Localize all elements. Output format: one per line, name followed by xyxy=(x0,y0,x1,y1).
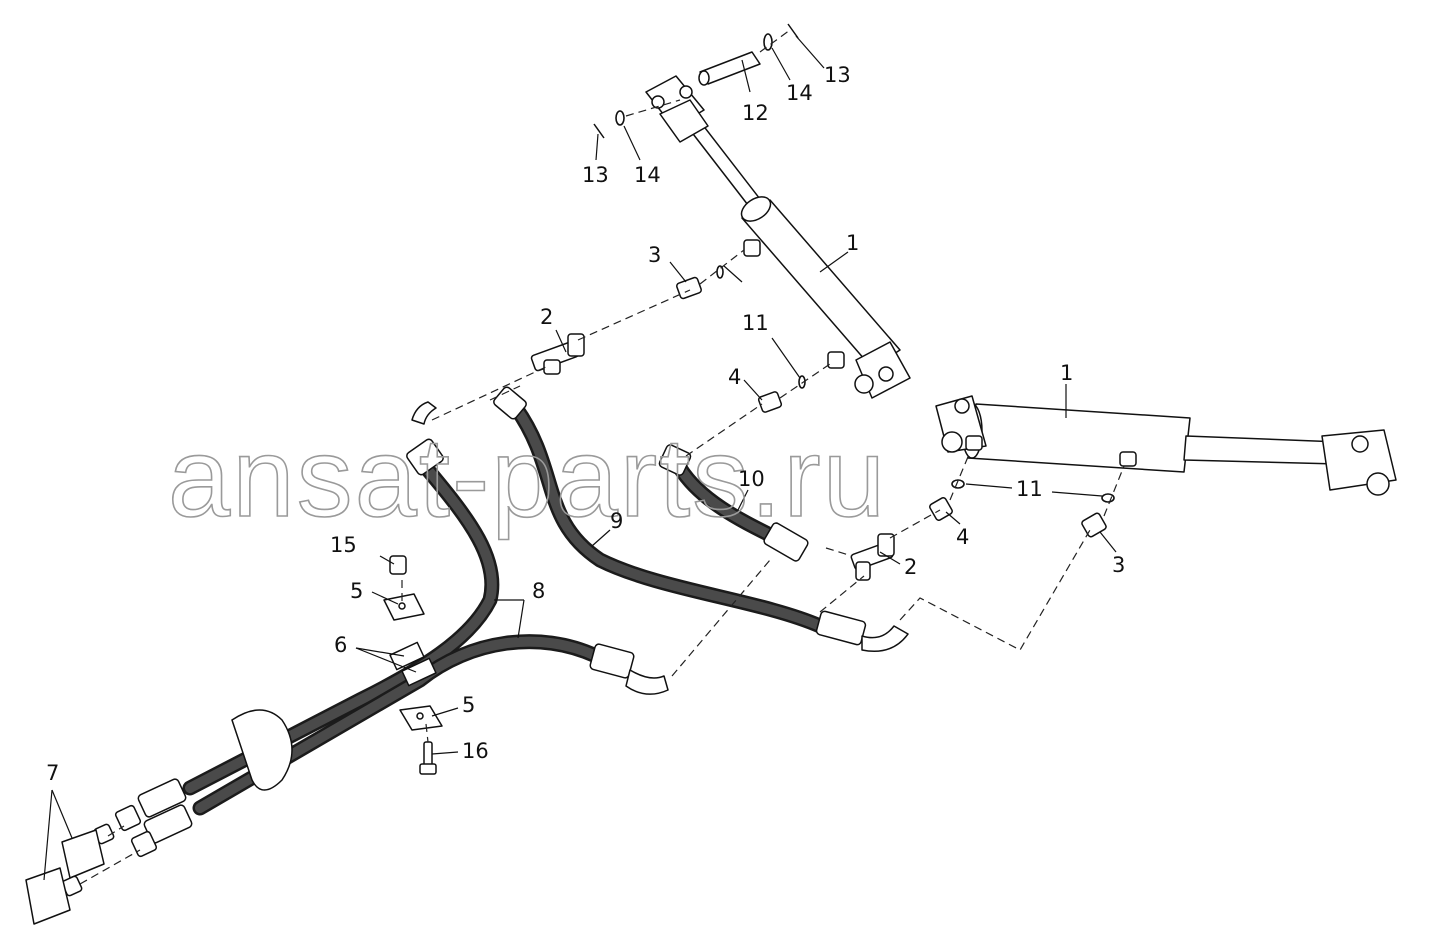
callout-3-upper: 3 xyxy=(648,243,661,267)
adapter-4-right xyxy=(929,497,953,521)
callout-4-right: 4 xyxy=(956,525,969,549)
tee-fitting-2-upper xyxy=(530,333,585,375)
quick-coupling-7-lower xyxy=(25,804,193,925)
o-ring-11-right-a xyxy=(951,479,965,489)
callout-numbers: 1 1 2 2 3 3 4 4 5 5 6 7 8 9 10 11 11 12 … xyxy=(46,63,1125,785)
callout-12: 12 xyxy=(742,101,769,125)
callout-14-lower: 14 xyxy=(634,163,661,187)
o-ring-11-upper-b xyxy=(798,375,806,389)
o-ring-11-upper-a xyxy=(716,265,724,279)
callout-1-right: 1 xyxy=(1060,361,1073,385)
clevis-pin-group xyxy=(593,23,799,139)
callout-4-upper: 4 xyxy=(728,365,741,389)
adapter-3-upper xyxy=(676,276,702,300)
callout-9: 9 xyxy=(610,509,623,533)
adapter-3-right xyxy=(1081,512,1107,538)
callout-1-upper: 1 xyxy=(846,231,859,255)
leader-lines xyxy=(43,35,1117,881)
callout-13-lower: 13 xyxy=(582,163,609,187)
tee-fitting-2-right xyxy=(850,533,895,581)
callout-5-lower: 5 xyxy=(462,693,475,717)
clamp-band-6b xyxy=(401,657,437,687)
callout-7: 7 xyxy=(46,761,59,785)
callout-3-right: 3 xyxy=(1112,553,1125,577)
callout-11-upper: 11 xyxy=(742,311,769,335)
assembly-dashed-lines xyxy=(79,29,1125,885)
callout-11-right: 11 xyxy=(1016,477,1043,501)
callout-16: 16 xyxy=(462,739,489,763)
nut-15 xyxy=(389,555,407,575)
callout-5-upper: 5 xyxy=(350,579,363,603)
hose-8-upper xyxy=(182,401,500,796)
hose-9 xyxy=(493,386,909,652)
adapter-4-upper xyxy=(757,391,783,413)
callout-2-right: 2 xyxy=(904,555,917,579)
watermark-text: ansat-parts.ru xyxy=(168,415,887,540)
upper-hydraulic-cylinder xyxy=(645,75,911,399)
o-ring-11-right-b xyxy=(1101,493,1115,503)
right-hydraulic-cylinder xyxy=(935,395,1397,496)
quick-coupling-7-upper xyxy=(61,778,187,879)
bolt-16 xyxy=(419,741,437,775)
callout-14-upper: 14 xyxy=(786,81,813,105)
callout-10: 10 xyxy=(738,467,765,491)
callout-13-upper: 13 xyxy=(824,63,851,87)
callout-15: 15 xyxy=(330,533,357,557)
hose-10 xyxy=(658,444,809,562)
hose-break-mark xyxy=(231,709,293,791)
callout-8: 8 xyxy=(532,579,545,603)
callout-2-upper: 2 xyxy=(540,305,553,329)
callout-6: 6 xyxy=(334,633,347,657)
clamp-5-upper xyxy=(383,593,425,621)
clamp-5-lower xyxy=(399,705,443,731)
